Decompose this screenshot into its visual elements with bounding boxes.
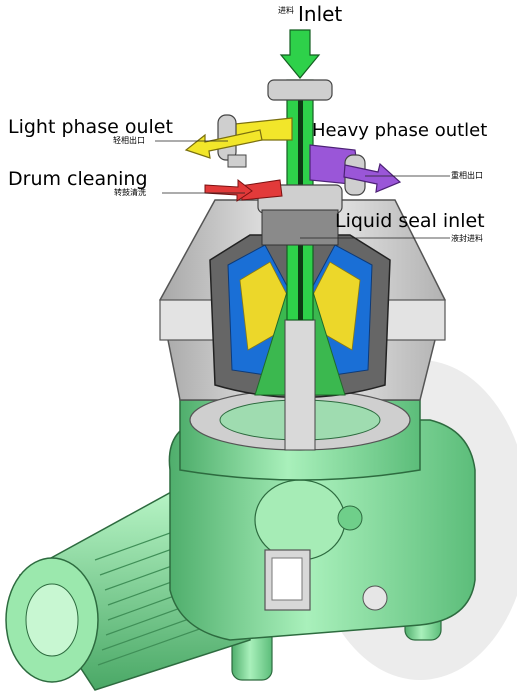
light-phase-outlet-label: Light phase oulet xyxy=(8,116,173,138)
inlet-label-cn: 进料 xyxy=(278,6,294,15)
liquid-seal-inlet-label-cn: 液封进料 xyxy=(451,234,483,243)
heavy-phase-outlet-label: Heavy phase outlet xyxy=(312,120,488,141)
heavy-phase-arrow-icon xyxy=(343,162,402,193)
inlet-arrow-icon xyxy=(279,29,321,79)
liquid-seal-inlet-label: Liquid seal inlet xyxy=(335,210,485,232)
drum-cleaning-label-cn: 转鼓清洗 xyxy=(114,188,146,197)
top-fittings xyxy=(257,79,343,246)
drum-cleaning-label: Drum cleaning xyxy=(8,168,148,190)
inlet-label: Inlet xyxy=(298,2,343,26)
heavy-phase-outlet-label-cn: 重相出口 xyxy=(451,171,483,180)
light-phase-outlet-label-cn: 轻相出口 xyxy=(113,136,145,145)
